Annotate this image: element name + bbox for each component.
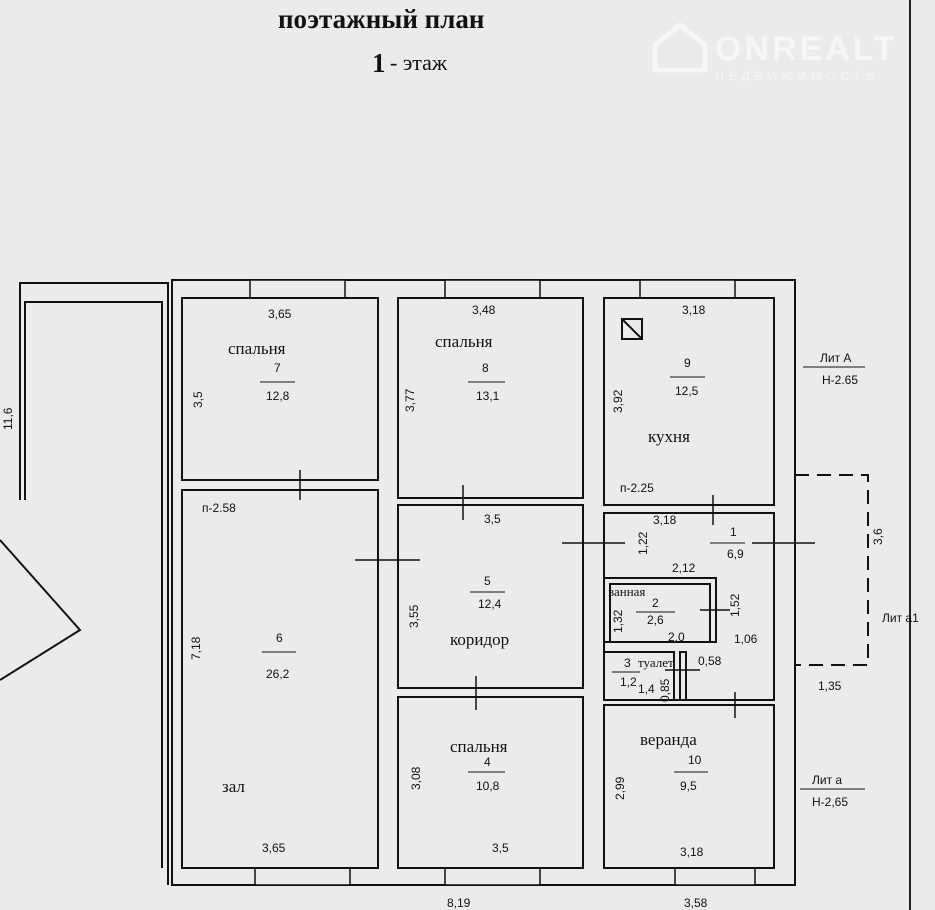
label-rooms-0-area: 12,8	[266, 389, 290, 403]
label-rooms-7-name: туалет	[638, 655, 674, 670]
label-extra_dims-ext_height: 3,6	[871, 528, 885, 545]
label-labels-lit_a1: Лит а1	[882, 611, 919, 625]
label-rooms-9-area: 9,5	[680, 779, 697, 793]
watermark-sub: НЕДВИЖИМОСТЬ	[715, 69, 879, 83]
external-labels: 3,6 1,35 8,19 3,58 Лит А Н-2.65 Лит а1 Л…	[447, 351, 919, 910]
label-rooms-8-number: 4	[484, 755, 491, 769]
room-4: спальня 4 10,8 3,5 3,08	[409, 737, 509, 855]
floor-label: - этаж	[390, 50, 448, 75]
left-annex: 11,6	[0, 282, 169, 885]
label-heights-p2: п-2.25	[620, 481, 654, 495]
label-labels-lit_a_lower: Лит а	[812, 773, 842, 787]
label-rooms-3-name: зал	[222, 777, 245, 796]
room-2-bathroom: ванная 2 2,6 2,0 1,32	[608, 584, 685, 644]
label-rooms-9-number: 10	[688, 753, 702, 767]
label-rooms-4-name: коридор	[450, 630, 509, 649]
room-8: спальня 8 13,1 3,48 3,77	[403, 303, 505, 412]
label-rooms-4-area: 12,4	[478, 597, 502, 611]
label-rooms-7-height: 0,85	[658, 678, 672, 702]
label-rooms-3-width: 3,65	[262, 841, 286, 855]
label-rooms-2-number: 9	[684, 356, 691, 370]
room-7: спальня 7 12,8 3,65 3,5	[191, 307, 295, 408]
label-rooms-1-width: 3,48	[472, 303, 496, 317]
label-rooms-0-height: 3,5	[191, 391, 205, 408]
label-rooms-8-name: спальня	[450, 737, 508, 756]
label-rooms-8-height: 3,08	[409, 766, 423, 790]
label-rooms-4-number: 5	[484, 574, 491, 588]
room-9-kitchen: кухня 9 12,5 3,18 3,92 п-2.25	[611, 303, 706, 495]
label-rooms-8-width: 3,5	[492, 841, 509, 855]
room-6-hall: зал 6 26,2 3,65 7,18 п-2.58	[189, 501, 296, 855]
room-walls	[181, 297, 775, 869]
label-rooms-9-height: 2,99	[613, 776, 627, 800]
label-rooms-3-number: 6	[276, 631, 283, 645]
room-3-toilet: 3 туалет 1,2 1,4 0,85	[612, 655, 674, 702]
label-rooms-5-area: 6,9	[727, 547, 744, 561]
room-10-veranda: веранда 10 9,5 3,18 2,99	[613, 730, 708, 859]
label-rooms-2-name: кухня	[648, 427, 690, 446]
room-5-corridor: коридор 5 12,4 3,5 3,55	[407, 512, 509, 649]
label-rooms-9-width: 3,18	[680, 845, 704, 859]
label-rooms-1-area: 13,1	[476, 389, 500, 403]
label-extra_dims-bottom_right: 3,58	[684, 896, 708, 910]
label-rooms-5-height: 1,22	[636, 531, 650, 555]
label-rooms-1-height: 3,77	[403, 388, 417, 412]
label-rooms-6-name: ванная	[608, 584, 645, 599]
watermark-brand: ONREALT	[715, 30, 898, 68]
label-extra_dims-bath_side: 1,52	[728, 593, 742, 617]
label-rooms-6-number: 2	[652, 596, 659, 610]
label-rooms-7-width: 1,4	[638, 682, 655, 696]
label-rooms-2-width: 3,18	[682, 303, 706, 317]
label-rooms-9-name: веранда	[640, 730, 697, 749]
label-extra_dims-ext_width: 1,35	[818, 679, 842, 693]
label-rooms-1-number: 8	[482, 361, 489, 375]
label-rooms-6-height: 1,32	[611, 609, 625, 633]
label-rooms-0-number: 7	[274, 361, 281, 375]
label-rooms-5-width: 3,18	[653, 513, 677, 527]
windows	[249, 279, 756, 886]
floor-number: 1	[372, 48, 386, 78]
label-rooms-0-name: спальня	[228, 339, 286, 358]
label-labels-h_lower: Н-2,65	[812, 795, 848, 809]
label-rooms-8-area: 10,8	[476, 779, 500, 793]
room-1-entry: 1 6,9 3,18 1,22 2,12 1,52 1,06 0,58	[636, 513, 758, 668]
label-rooms-4-width: 3,5	[484, 512, 501, 526]
label-rooms-6-width: 2,0	[668, 630, 685, 644]
label-rooms-3-area: 26,2	[266, 667, 290, 681]
label-extra_dims-bottom_total: 8,19	[447, 896, 471, 910]
label-extra_dims-toilet_gap: 0,58	[698, 654, 722, 668]
label-rooms-2-height: 3,92	[611, 389, 625, 413]
label-rooms-2-area: 12,5	[675, 384, 699, 398]
label-rooms-0-width: 3,65	[268, 307, 292, 321]
label-extra_dims-hall_top: 2,12	[672, 561, 696, 575]
label-heights-p1: п-2.58	[202, 501, 236, 515]
label-labels-h_upper: Н-2.65	[822, 373, 858, 387]
label-rooms-6-area: 2,6	[647, 613, 664, 627]
house-logo-icon	[652, 21, 708, 73]
label-rooms-3-height: 7,18	[189, 636, 203, 660]
doors	[299, 470, 815, 718]
label-extra_dims-hall_side: 1,06	[734, 632, 758, 646]
overall-dimension: 11,6	[1, 407, 15, 430]
label-rooms-5-number: 1	[730, 525, 737, 539]
plan-title: поэтажный план	[278, 4, 484, 34]
label-rooms-1-name: спальня	[435, 332, 493, 351]
label-rooms-4-height: 3,55	[407, 604, 421, 628]
label-rooms-7-number: 3	[624, 656, 631, 670]
watermark: ONREALT НЕДВИЖИМОСТЬ	[652, 21, 898, 83]
label-labels-lit_a_upper: Лит А	[820, 351, 851, 365]
extension-outline	[795, 474, 869, 666]
label-rooms-7-area: 1,2	[620, 675, 637, 689]
